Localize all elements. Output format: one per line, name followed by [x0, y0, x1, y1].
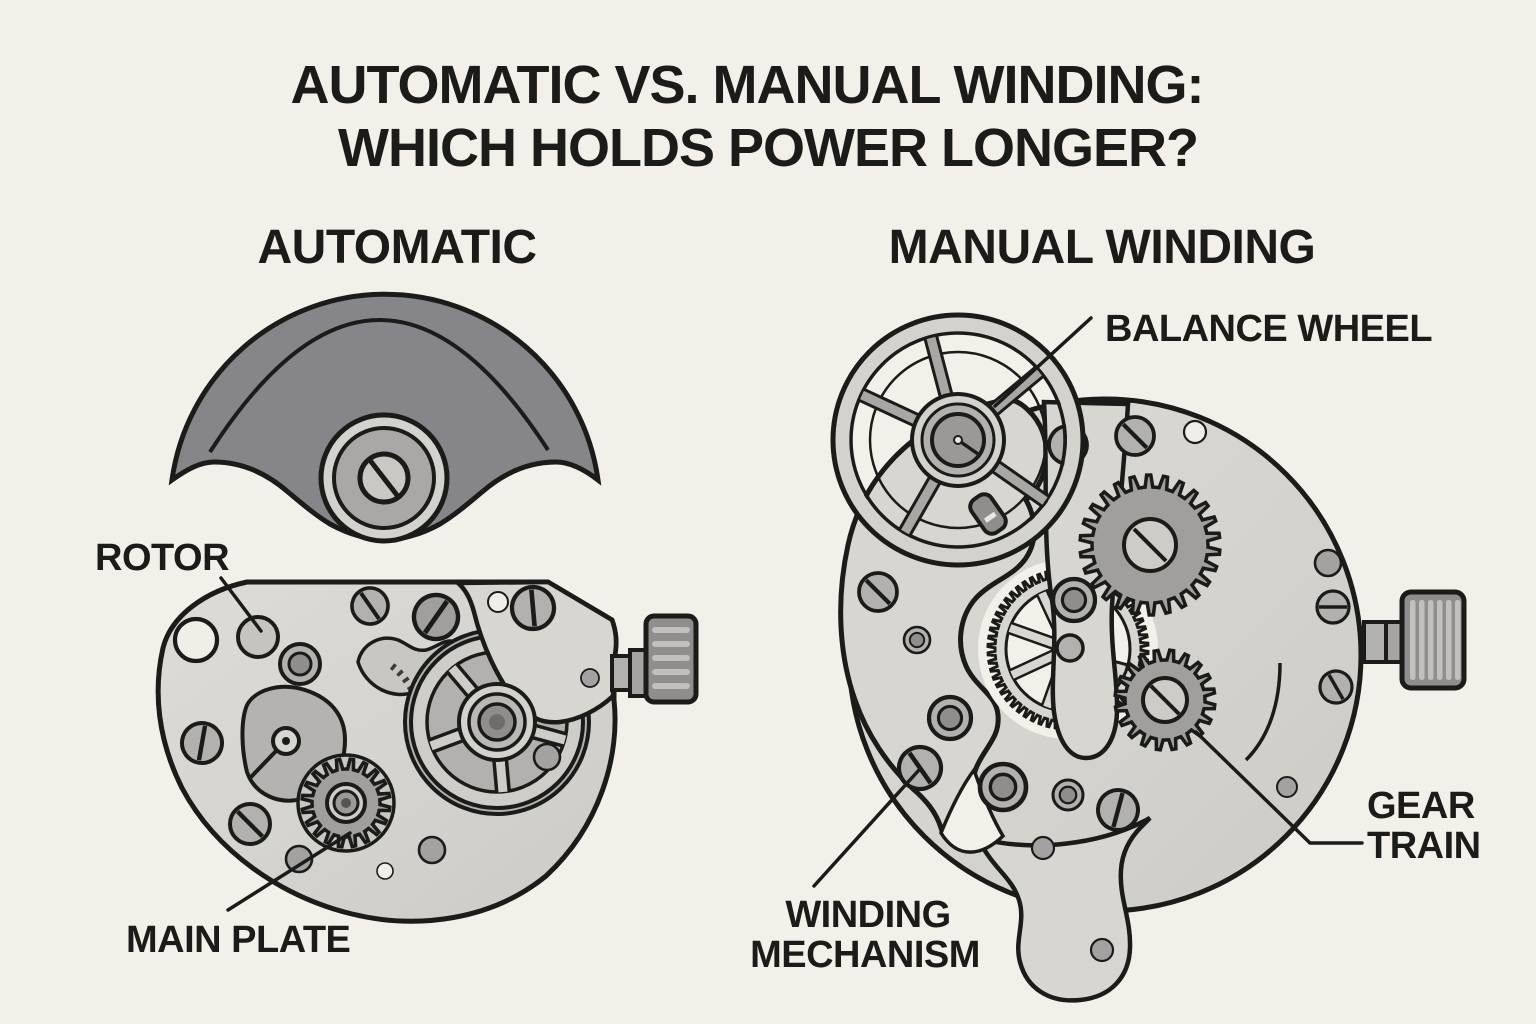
manual-movement-illustration: [830, 312, 1467, 1003]
gear-train-big-gear: [1078, 473, 1222, 617]
plate-hole: [487, 591, 509, 613]
pin-dot: [1276, 776, 1298, 798]
plate-boundary-arc: [1244, 662, 1282, 762]
jewel-icon: [278, 642, 322, 686]
crown-left: [610, 613, 699, 705]
crown-right: [1362, 589, 1467, 691]
winding-mechanism-leader-line: [812, 768, 921, 888]
manual-section: MANUAL WINDING: [750, 221, 1481, 1003]
small-gear: [296, 753, 396, 853]
manual-heading: MANUAL WINDING: [889, 221, 1316, 274]
rotor-hub: [318, 412, 450, 544]
wheel-hub: [457, 682, 537, 762]
plate-hole: [175, 619, 217, 661]
main-plate-leader-line: [226, 831, 352, 912]
rotor-leader-line: [219, 576, 263, 633]
gear-train-leader-line: [1194, 730, 1364, 845]
jewel-icon: [1051, 778, 1085, 812]
pin-dot: [417, 835, 447, 865]
pin-dot: [580, 668, 600, 688]
balance-wheel-leader-line: [993, 316, 1093, 408]
automatic-section: AUTOMATIC: [95, 221, 699, 961]
gear-train-small-gear: [1113, 648, 1217, 752]
screw-icon: [859, 573, 897, 611]
winding-mechanism-label-line1: WINDING: [785, 894, 950, 936]
gear-train-label-line1: GEAR: [1367, 785, 1475, 827]
pin-dot: [1313, 548, 1343, 578]
jewel-icon: [1053, 579, 1095, 621]
screw-icon: [230, 804, 270, 844]
bottom-tongue: [973, 816, 1152, 1003]
wheel-axle: [1055, 633, 1085, 663]
main-plate-label: MAIN PLATE: [126, 919, 350, 961]
winding-mechanism-label-line2: MECHANISM: [750, 934, 980, 976]
plate-opening-notch: [939, 766, 1006, 854]
pin-dot: [532, 742, 562, 772]
regulator: [968, 492, 1008, 536]
rotor-label: ROTOR: [95, 537, 229, 579]
pin-dot: [1030, 835, 1056, 861]
jewel-icon: [980, 764, 1026, 810]
balance-wheel: [830, 312, 1086, 568]
gear-train-label-line2: TRAIN: [1367, 825, 1481, 867]
rotor-post: [236, 615, 280, 659]
page-title-line2: WHICH HOLDS POWER LONGER?: [338, 118, 1198, 178]
jewel-icon: [929, 697, 971, 739]
main-plate-illustration: [155, 578, 699, 924]
plate-hole: [376, 862, 394, 880]
screw-icon: [1116, 417, 1154, 455]
balance-wheel-label: BALANCE WHEEL: [1105, 308, 1432, 350]
rotor-illustration: [168, 291, 602, 544]
automatic-heading: AUTOMATIC: [257, 221, 536, 274]
jewel-icon: [902, 625, 932, 655]
plate-hole: [1182, 419, 1208, 445]
pin-dot: [1089, 937, 1115, 963]
page-title-line1: AUTOMATIC VS. MANUAL WINDING:: [291, 55, 1204, 115]
title-block: AUTOMATIC VS. MANUAL WINDING: WHICH HOLD…: [291, 55, 1205, 178]
rotor-inner-arc: [208, 318, 550, 454]
